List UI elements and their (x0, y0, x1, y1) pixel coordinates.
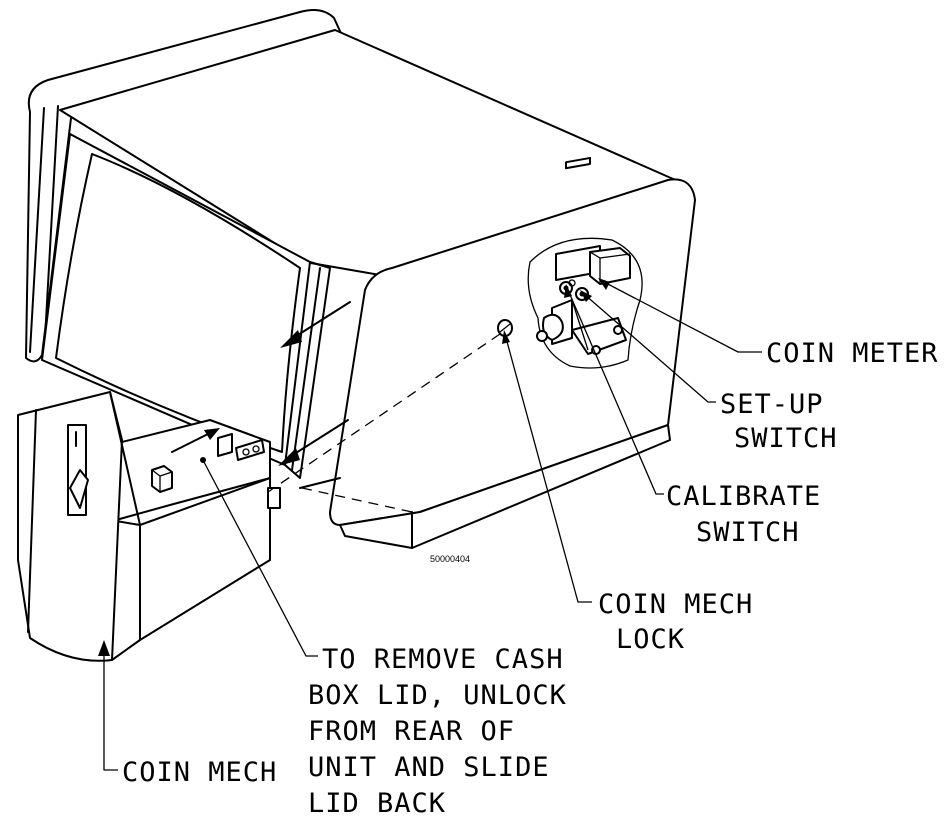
coin-mech-unit (17, 391, 281, 662)
leader-lines (98, 278, 762, 771)
label-coin-mech-lock-line1: COIN MECH (598, 589, 753, 620)
label-coin-mech-lock-line2: LOCK (616, 624, 685, 655)
part-number: 50000404 (430, 554, 470, 564)
label-setup-switch-line2: SWITCH (734, 423, 838, 454)
cutout-view (527, 156, 643, 369)
label-cash-box-line2: BOX LID, UNLOCK (308, 680, 567, 711)
label-setup-switch-line1: SET-UP (720, 389, 824, 420)
label-calibrate-switch-line2: SWITCH (696, 517, 800, 548)
install-arrows (171, 301, 351, 466)
label-coin-mech: COIN MECH (122, 757, 277, 788)
label-coin-meter: COIN METER (766, 338, 939, 369)
rail-guide-lower (301, 487, 413, 513)
label-cash-box-line3: FROM REAR OF (308, 716, 515, 747)
rail-guide (267, 333, 501, 493)
label-cash-box-line4: UNIT AND SLIDE (308, 752, 550, 783)
label-cash-box-line1: TO REMOVE CASH (322, 644, 564, 675)
label-calibrate-switch-line1: CALIBRATE (666, 481, 821, 512)
label-cash-box-line5: LID BACK (308, 788, 446, 819)
monitor-cabinet (25, 9, 696, 549)
